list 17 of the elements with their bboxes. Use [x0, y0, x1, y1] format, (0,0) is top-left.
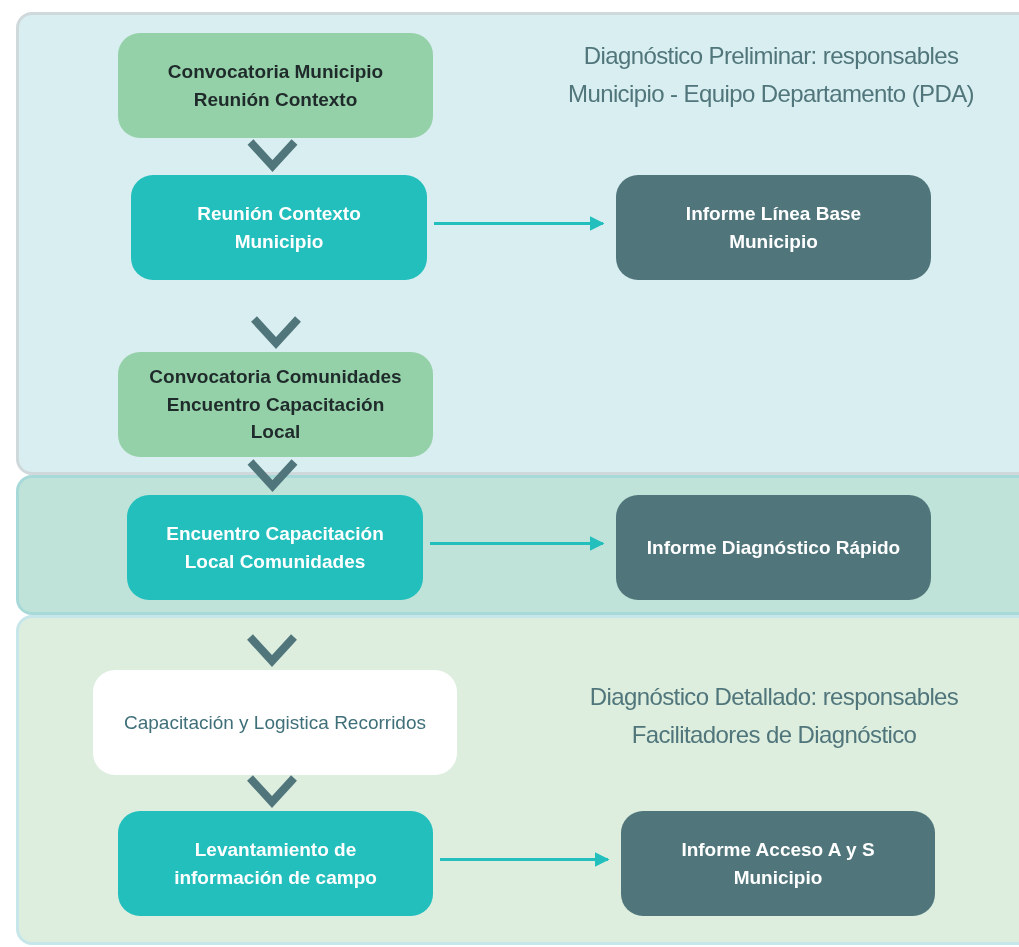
output-box: Informe Línea Base Municipio: [616, 175, 931, 280]
highlight-band: [16, 475, 1019, 615]
arrow: [434, 216, 605, 231]
output-box: Informe Acceso A y S Municipio: [621, 811, 935, 916]
panel-heading: Diagnóstico Preliminar: responsables Municipio - Equipo Departamento (PDA): [567, 41, 975, 110]
step-box: Capacitación y Logistica Recorridos: [93, 670, 457, 775]
arrow: [440, 852, 610, 867]
output-box: Informe Diagnóstico Rápido: [616, 495, 931, 600]
panel-background: [16, 615, 1019, 945]
process-box: Reunión Contexto Municipio: [131, 175, 427, 280]
panel-background: [16, 12, 1019, 475]
step-box: Convocatoria Comunidades Encuentro Capacitación Local: [118, 352, 433, 457]
process-box: Levantamiento de información de campo: [118, 811, 433, 916]
panel-heading: Diagnóstico Detallado: responsables Facilitadores de Diagnóstico: [588, 682, 960, 751]
arrow: [430, 536, 605, 551]
step-box: Convocatoria Municipio Reunión Contexto: [118, 33, 433, 138]
process-box: Encuentro Capacitación Local Comunidades: [127, 495, 423, 600]
